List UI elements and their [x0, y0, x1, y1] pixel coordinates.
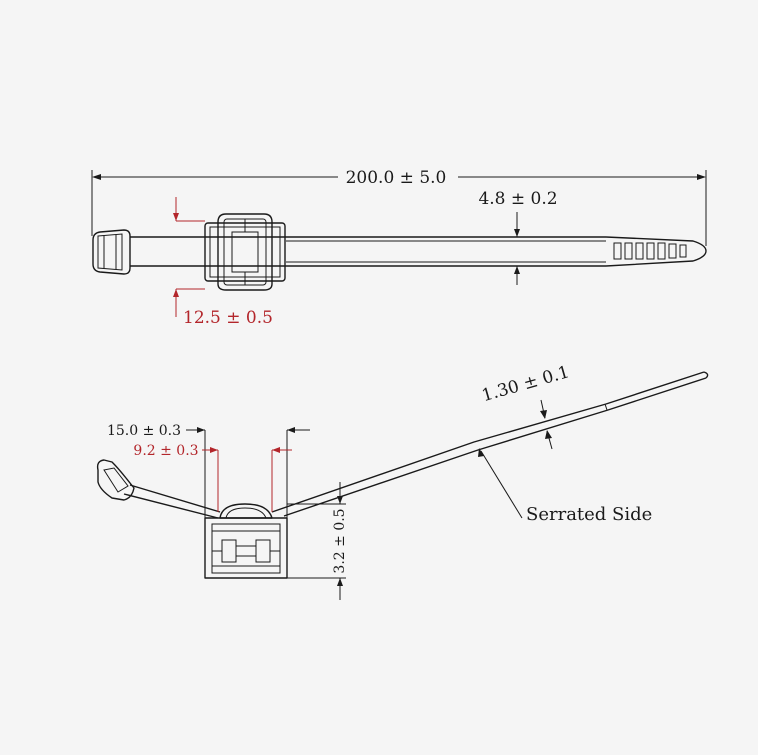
strap-width-label: 4.8 ± 0.2	[478, 189, 557, 209]
strap-thickness-label: 1.30 ± 0.1	[480, 362, 572, 406]
top-view: 200.0 ± 5.0	[91, 168, 707, 328]
inner-width-label: 9.2 ± 0.3	[133, 443, 198, 459]
side-view: 15.0 ± 0.3 9.2 ± 0.3 3.2 ± 0.5	[96, 362, 709, 600]
overall-length-dimension	[91, 170, 707, 246]
overall-length-label: 200.0 ± 5.0	[346, 168, 447, 188]
inner-width-dimension	[202, 447, 292, 512]
tail-serrations	[613, 242, 687, 260]
outer-width-dimension	[186, 427, 310, 518]
strap-left-side	[123, 484, 221, 519]
height-dimension	[287, 482, 346, 600]
tie-strap	[130, 236, 707, 267]
serrated-side-leader	[478, 448, 523, 519]
strap-thickness-dimension	[540, 399, 553, 450]
outer-width-label: 15.0 ± 0.3	[107, 423, 181, 439]
edge-clip-side	[204, 503, 288, 579]
tie-head	[92, 229, 131, 275]
height-label: 3.2 ± 0.5	[332, 508, 348, 573]
mount-width-label: 12.5 ± 0.5	[183, 308, 273, 328]
mount-width-dimension	[173, 197, 205, 317]
strap-right-side	[271, 371, 709, 517]
strap-width-dimension	[514, 212, 520, 285]
edge-clip-top	[204, 213, 286, 291]
tie-head-side	[96, 459, 135, 501]
serrated-side-label: Serrated Side	[526, 504, 652, 525]
